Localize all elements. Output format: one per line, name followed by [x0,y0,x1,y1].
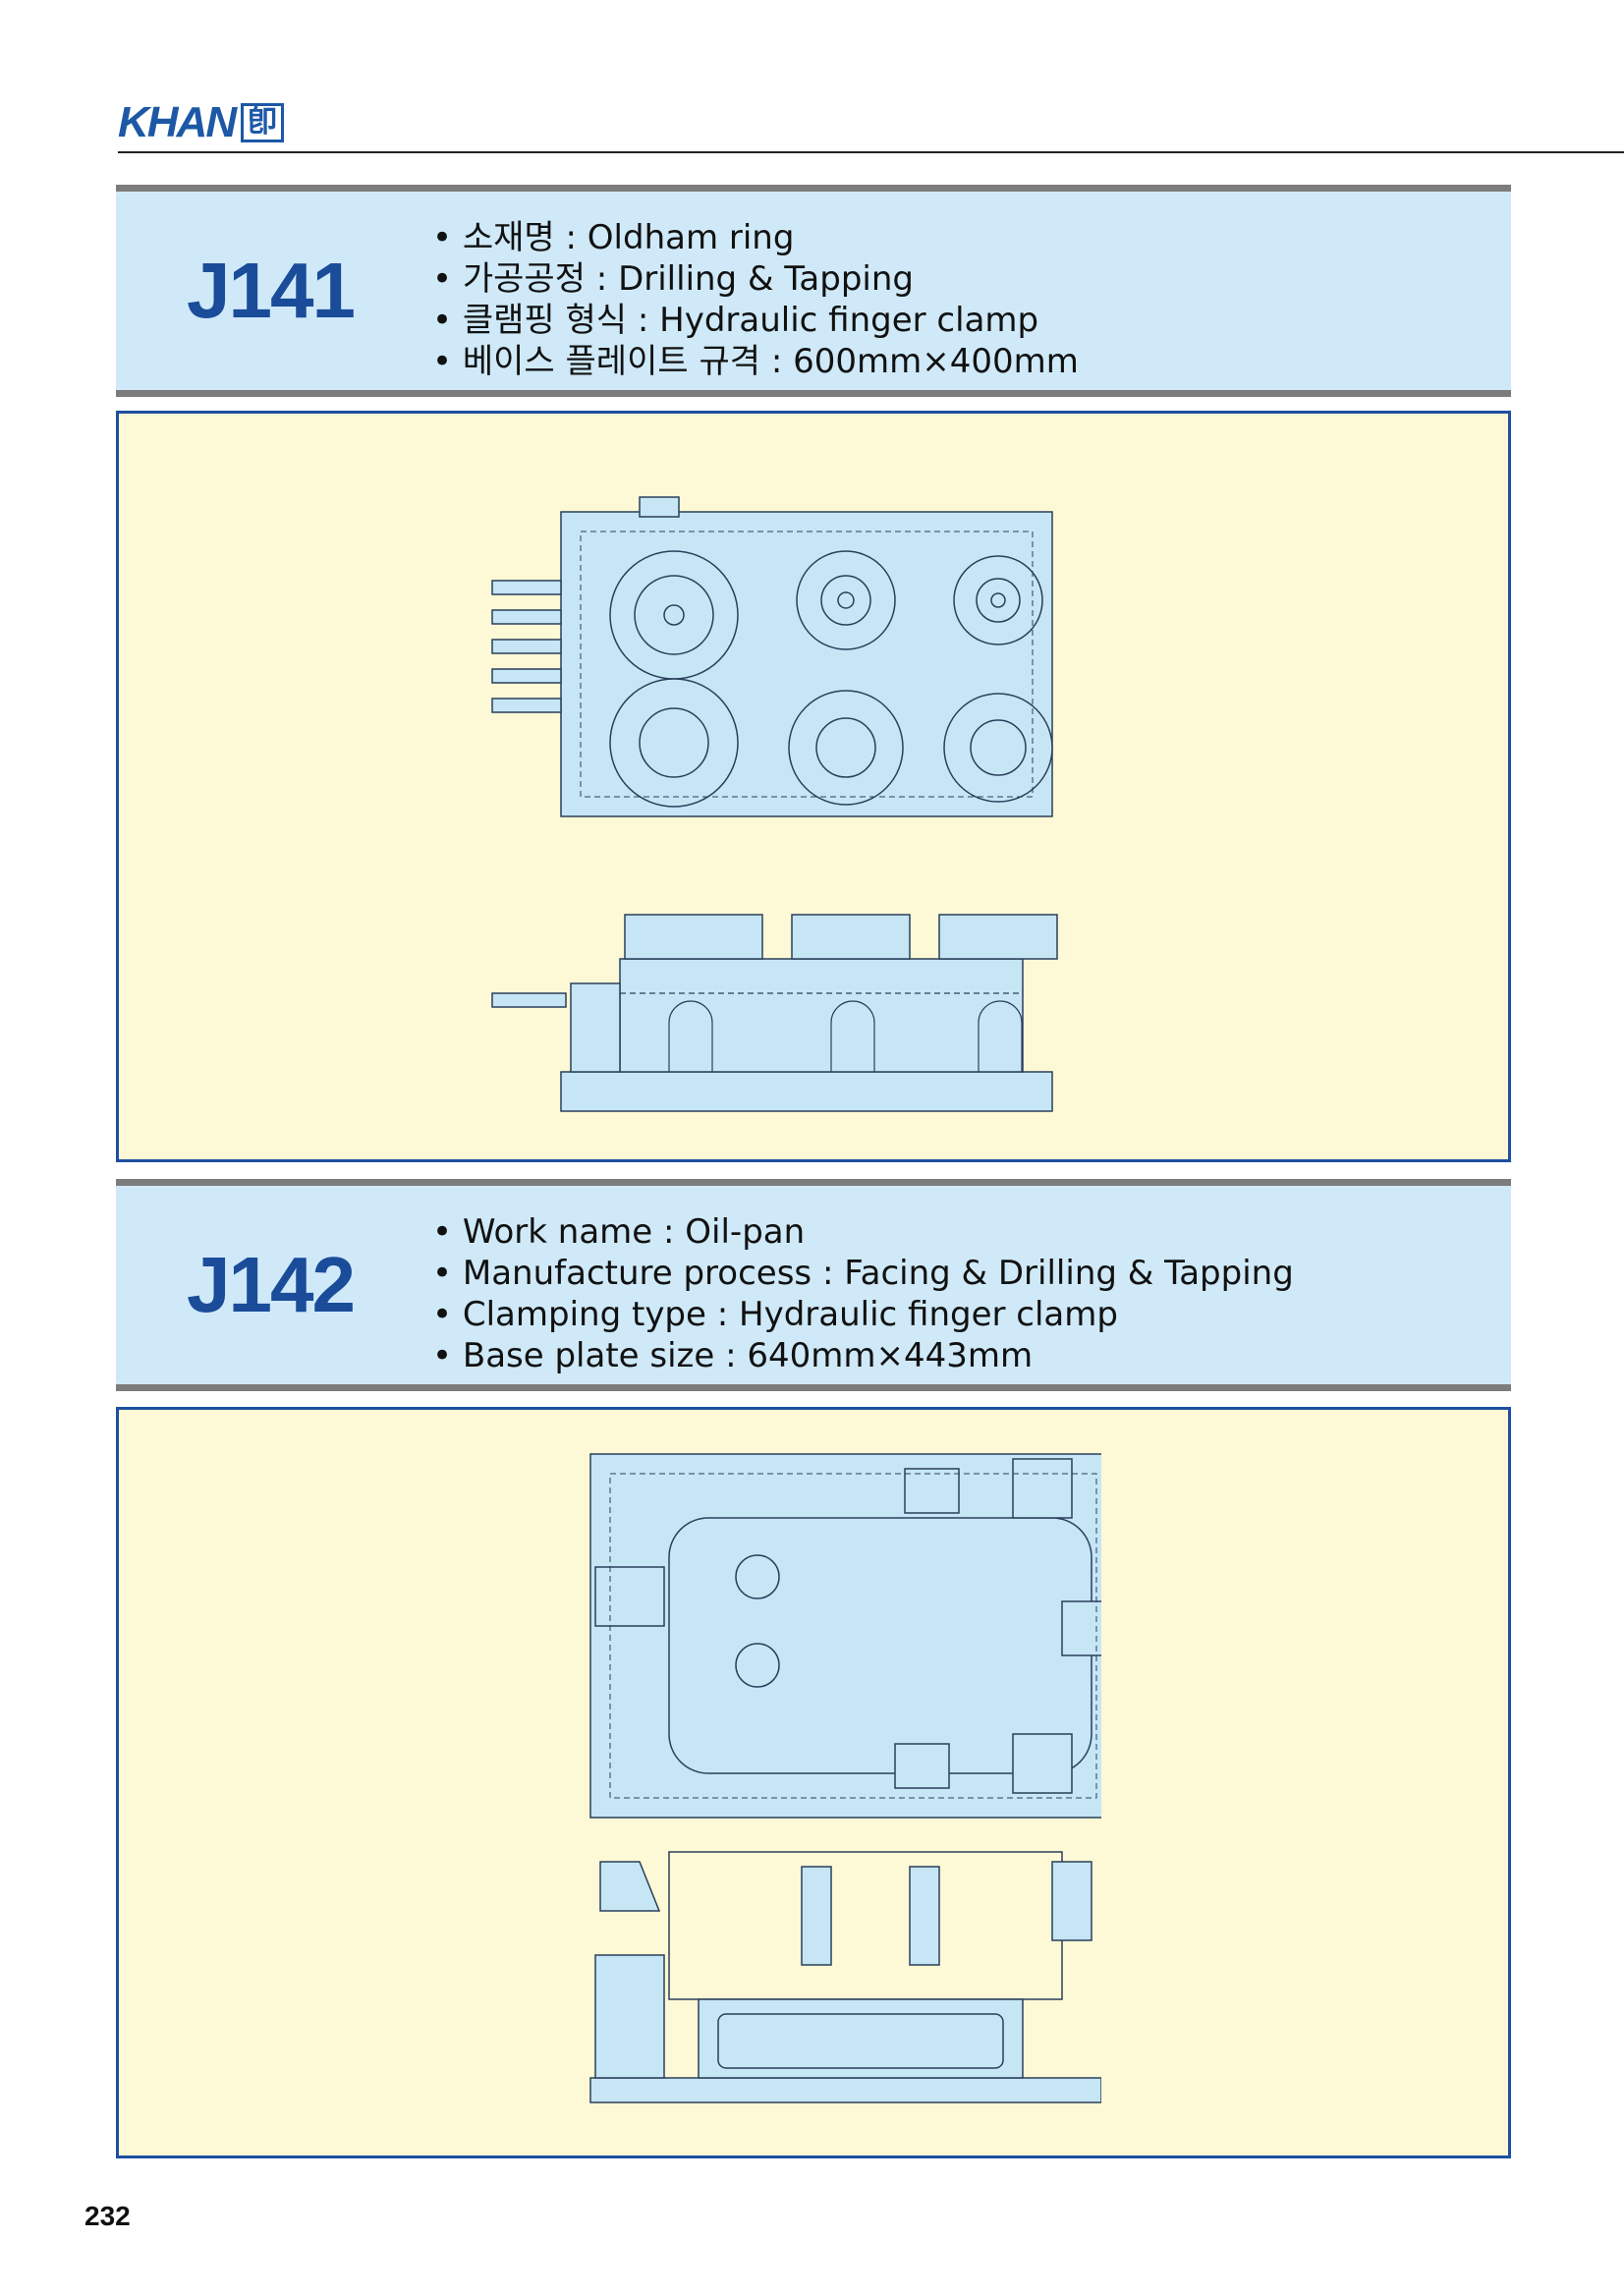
top-view-drawing [491,496,1053,817]
logo-mark: 卽 [241,103,285,142]
spec-item: Clamping type : Hydraulic finger clamp [432,1294,1294,1335]
entry-code: J141 [187,247,356,334]
page-number: 232 [84,2201,131,2231]
header-rule [118,151,1624,153]
base-plate-side [589,2077,1101,2103]
spec-item: 가공공정 : Drilling & Tapping [432,258,1079,300]
entry-header-j142: J142 Work name : Oil-pan Manufacture pro… [116,1179,1511,1391]
top-view-drawing [589,1453,1101,1819]
spec-list: 소재명 : Oldham ring 가공공정 : Drilling & Tapp… [432,217,1079,382]
spec-item: Base plate size : 640mm×443mm [432,1335,1294,1376]
entry-header-j141: J141 소재명 : Oldham ring 가공공정 : Drilling &… [116,185,1511,397]
spec-item: 소재명 : Oldham ring [432,217,1079,258]
drawing-panel-j141 [116,411,1511,1162]
spec-list: Work name : Oil-pan Manufacture process … [432,1211,1294,1376]
drawing-panel-j142 [116,1407,1511,2158]
spec-item: 베이스 플레이트 규격 : 600mm×400mm [432,341,1079,382]
spec-item: Work name : Oil-pan [432,1211,1294,1253]
entry-code: J142 [187,1241,356,1328]
base-plate-side [560,1071,1053,1112]
logo-text: KHAN [118,98,237,146]
side-view-drawing [589,1851,1101,2103]
khan-logo: KHAN 卽 [118,98,285,147]
spec-item: Manufacture process : Facing & Drilling … [432,1253,1294,1294]
spec-item: 클램핑 형식 : Hydraulic finger clamp [432,300,1079,341]
side-view-drawing [491,914,1058,1112]
